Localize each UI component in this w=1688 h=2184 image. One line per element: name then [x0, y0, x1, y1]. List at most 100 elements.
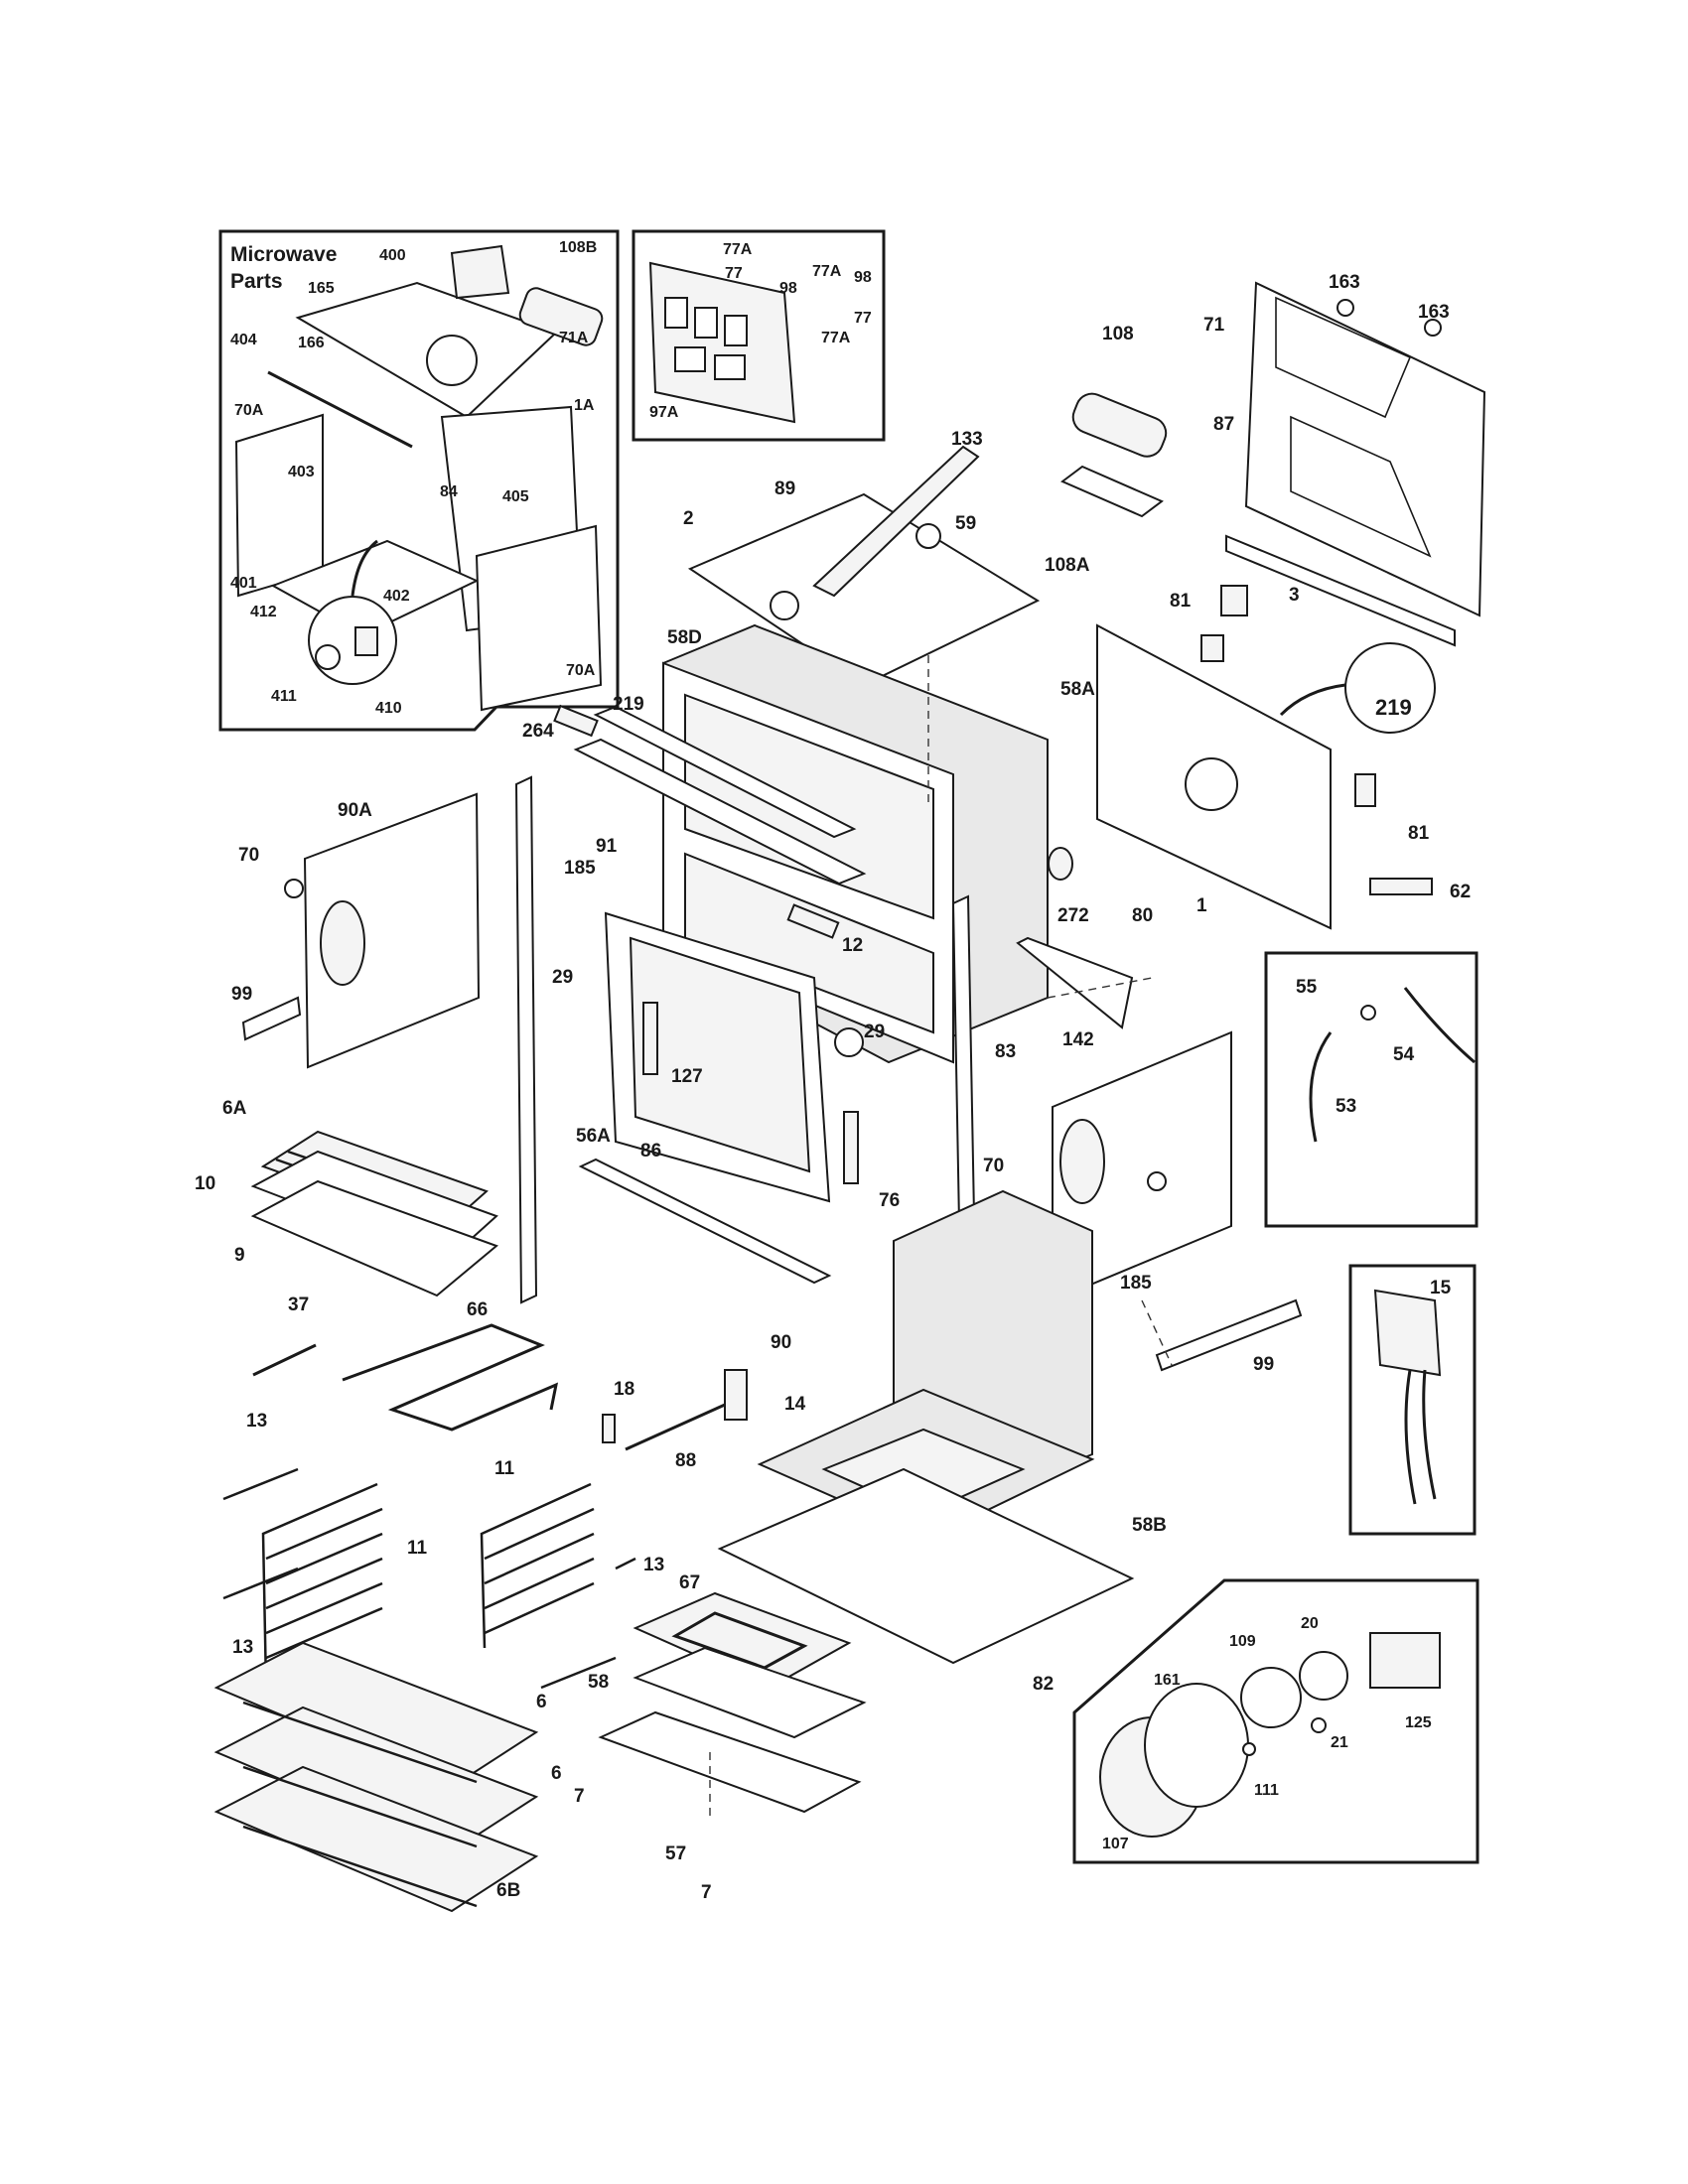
rack-support-left-b	[265, 1507, 383, 1561]
part-86-hinge-left	[642, 1002, 658, 1075]
callout-77A-2: 77A	[812, 263, 842, 280]
callout-98-2: 98	[854, 269, 872, 286]
rack-wire-2	[242, 1765, 478, 1848]
callout-77-2: 77	[854, 310, 872, 327]
board-components	[664, 297, 748, 380]
part-108-blower	[1071, 392, 1168, 458]
callout-401: 401	[230, 575, 257, 592]
microwave-inset-title-line1: Microwave	[230, 243, 337, 266]
callout-91-upper: 264	[522, 721, 554, 742]
callout-71A: 71A	[559, 330, 589, 346]
microwave-inset-title-line2: Parts	[230, 270, 283, 293]
part-70A-left-wall	[234, 413, 324, 598]
callout-2: 2	[683, 508, 694, 529]
callout-264: 219	[613, 694, 644, 715]
part-86-hinge-right	[843, 1111, 859, 1184]
relay-1	[664, 297, 688, 329]
part-99-right-rail	[1155, 1298, 1303, 1372]
panel-71-cutout-bottom	[1290, 415, 1432, 558]
part-13-left-top	[222, 1467, 299, 1501]
callout-58: 58	[588, 1672, 609, 1693]
part-70-left-side-panel	[303, 792, 481, 1069]
rack-supports-group: 13 11 11 13 13	[222, 1411, 664, 1690]
callout-163-b: 163	[1418, 302, 1450, 323]
rack-wire-pattern	[242, 1701, 478, 1908]
transformer-inset: 15	[1348, 1264, 1477, 1536]
part-165-top-plate	[295, 281, 558, 419]
rack-support-left-f	[265, 1606, 383, 1660]
part-87-rail	[1225, 534, 1456, 647]
relay-3	[724, 315, 748, 346]
top-panel-group: 133 89 2 59	[683, 429, 1041, 687]
callout-10: 10	[195, 1173, 215, 1194]
callout-107: 107	[1102, 1836, 1129, 1852]
part-127-sensor	[834, 1027, 864, 1057]
transformer-lead-2	[1422, 1369, 1437, 1500]
callout-59: 59	[955, 513, 976, 534]
callout-410: 410	[375, 700, 402, 717]
part-55-nut	[1360, 1005, 1376, 1021]
rack-support-right-b	[484, 1507, 595, 1561]
part-133-trim	[812, 445, 980, 598]
callout-272: 272	[1057, 905, 1089, 926]
detail-219-arrow	[1279, 683, 1346, 717]
rack-support-right-d	[484, 1557, 595, 1610]
part-21-nut	[1311, 1717, 1327, 1733]
back-panel-fan-opening	[1185, 757, 1238, 811]
callout-142: 142	[1062, 1029, 1094, 1050]
callout-81-right: 81	[1408, 823, 1430, 844]
part-91-spacer-upper	[553, 704, 599, 738]
callout-90: 90	[771, 1332, 791, 1353]
control-board-inset-frame	[632, 229, 886, 442]
callout-9: 9	[234, 1245, 245, 1266]
callout-77A-1: 77A	[723, 241, 753, 258]
rack-support-right-c	[484, 1532, 595, 1585]
detail-arrow	[351, 539, 378, 597]
part-70A-right-wall	[475, 524, 603, 712]
callout-57: 57	[665, 1843, 686, 1864]
callout-99-left: 99	[231, 984, 252, 1005]
callout-88: 88	[675, 1450, 696, 1471]
callout-14: 14	[784, 1394, 806, 1415]
callout-55: 55	[1296, 977, 1318, 998]
part-59-grommet	[915, 523, 941, 549]
convection-inset-frame	[1072, 1578, 1479, 1864]
callout-83: 83	[995, 1041, 1016, 1062]
callout-80: 80	[1132, 905, 1153, 926]
rack-wire-1	[242, 1701, 478, 1784]
part-99-left-rail	[241, 996, 302, 1041]
callout-77A-3: 77A	[821, 330, 851, 346]
callout-165: 165	[308, 280, 335, 297]
callout-3: 3	[1289, 585, 1300, 606]
callout-62: 62	[1450, 882, 1471, 902]
callout-166: 166	[298, 335, 325, 351]
rear-panel-71-group: 163 163 71 87	[1203, 272, 1486, 647]
callout-70A-right: 70A	[566, 662, 596, 679]
part-11-right-rack-support	[480, 1482, 636, 1690]
sensor-inset-frame	[1264, 951, 1478, 1228]
callout-56A: 56A	[576, 1126, 611, 1147]
part-88-rod	[625, 1403, 726, 1451]
callout-98-1: 98	[779, 280, 797, 297]
rack-support-left-d	[265, 1557, 383, 1610]
part-9-broil-pan	[250, 1179, 498, 1297]
callout-411: 411	[271, 688, 297, 705]
part-272-plug	[1048, 847, 1073, 881]
base-group: 58B 99 82	[717, 1189, 1303, 1695]
callout-6A: 6A	[222, 1098, 247, 1119]
part-3-bracket	[1220, 585, 1248, 616]
callout-161: 161	[1154, 1672, 1181, 1689]
side-panel-left-group: 90A 70 185 29 12 91 29	[238, 792, 885, 1069]
part-400-bracket	[450, 244, 510, 300]
callout-58B: 58B	[1132, 1515, 1167, 1536]
part-185-left-nut	[284, 879, 304, 898]
callout-403: 403	[288, 464, 315, 480]
part-97A-control-board	[648, 261, 796, 424]
part-411-knob	[315, 644, 341, 670]
panel-70-left-cutout	[320, 900, 365, 986]
callout-109: 109	[1229, 1633, 1256, 1650]
callout-108A: 108A	[1045, 555, 1090, 576]
transformer-lead-1	[1404, 1369, 1417, 1505]
front-trim-group: 219 264 91	[522, 694, 867, 939]
rack-support-right-e	[484, 1581, 595, 1635]
